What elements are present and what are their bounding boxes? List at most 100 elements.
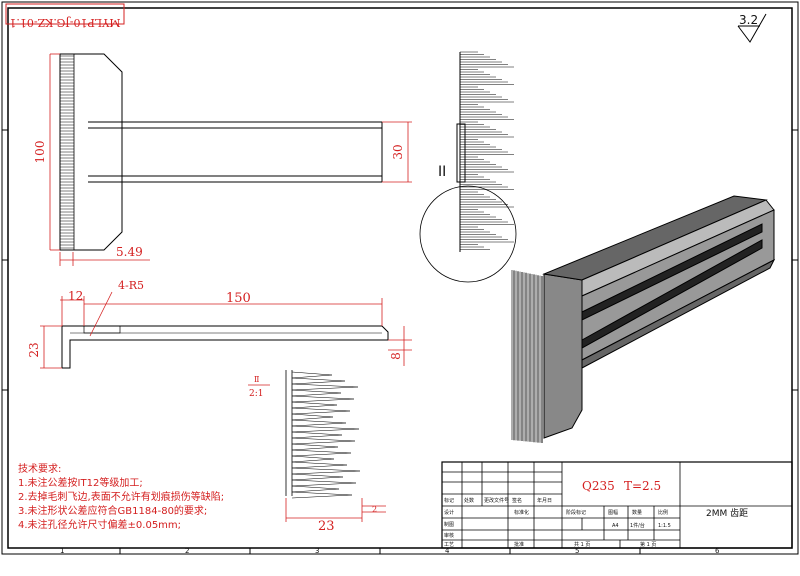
tb-sheets-total: 共 1 页 (574, 541, 590, 548)
tooth-line (291, 491, 353, 496)
tb-stage-label: 阶段标记 (566, 509, 586, 516)
tb-row-label: 更改文件号 (484, 497, 509, 504)
isometric-view (511, 195, 776, 443)
detail-dims (285, 498, 386, 522)
tb-std-label: 标准化 (514, 509, 529, 516)
dim-tooth-5-49: 5.49 (116, 245, 143, 259)
tb-qty-label: 数量 (632, 509, 642, 516)
zone-label: 2 (185, 547, 189, 555)
side-view-dims (40, 291, 412, 369)
iso-comb-teeth (511, 270, 543, 443)
tooth-line (291, 383, 359, 388)
tooth-line (291, 401, 338, 406)
note-item: 1.未注公差按IT12等级加工; (18, 476, 143, 489)
tooth-line (291, 473, 344, 478)
drawing-number: MYLP10-JG.KZ-01.1 (9, 16, 120, 29)
tooth-line (291, 422, 347, 427)
tooth-line (291, 392, 342, 397)
tb-fig-value: A4 (612, 523, 619, 529)
tooth-line (291, 380, 346, 385)
note-item: 3.未注形状公差应符合GB1184-80的要求; (18, 504, 207, 517)
tooth-line (291, 377, 346, 382)
tooth-line (291, 389, 342, 394)
roughness-value: 3.2 (739, 13, 758, 27)
comb-edge-teeth (459, 51, 514, 252)
tb-row-label: 年月日 (537, 497, 552, 504)
tooth-line (291, 395, 355, 400)
zone-label: 1 (60, 547, 64, 555)
tooth-line (291, 476, 344, 481)
tooth-line (291, 410, 351, 415)
tb-left-label: 设计 (444, 509, 454, 516)
tb-left-label: 制图 (444, 521, 454, 528)
detail-scale: 2:1 (249, 389, 263, 399)
tooth-line (291, 446, 339, 451)
notes-title: 技术要求: (18, 462, 61, 475)
tb-part-name: 2MM 齿距 (706, 508, 748, 519)
tb-qty-value: 1件/台 (630, 522, 645, 529)
tb-approve-label: 批准 (514, 541, 524, 548)
side-view (61, 325, 389, 369)
tb-sheet-no: 第 1 页 (640, 541, 656, 548)
note-item: 4.未注孔径允许尺寸偏差±0.05mm; (18, 518, 181, 531)
top-view-dims (49, 53, 412, 266)
detail-circle (419, 185, 517, 283)
top-view (59, 53, 383, 251)
tooth-line (291, 458, 335, 463)
dim-width-30: 30 (391, 144, 405, 159)
tb-material: Q235 (582, 479, 615, 493)
tb-left-label: 工艺 (444, 542, 454, 548)
tooth-line (291, 437, 356, 442)
roughness-symbol: 3.2 (737, 13, 767, 43)
tb-ratio-value: 1:1.5 (658, 523, 671, 529)
tooth-line (291, 464, 348, 469)
tooth-line (291, 479, 357, 484)
tooth-line (291, 467, 361, 472)
tooth-line (291, 449, 352, 454)
tooth-line (291, 428, 360, 433)
dim-len-12: 12 (68, 289, 83, 303)
tooth-line (291, 452, 352, 457)
title-block (441, 461, 793, 549)
detail-callout: II (438, 164, 446, 180)
note-item: 2.去掉毛刺飞边,表面不允许有划痕损伤等缺陷; (18, 490, 224, 503)
tooth-line (291, 455, 335, 460)
dim-len-150: 150 (226, 291, 251, 306)
zone-label: 3 (315, 547, 319, 555)
tb-fig-label: 图幅 (608, 509, 618, 516)
tooth-line (291, 440, 356, 445)
tooth-line (291, 386, 359, 391)
dim-radius: 4-R5 (118, 279, 144, 292)
tooth-line (291, 470, 361, 475)
zone-label: 5 (575, 547, 579, 555)
dim-detail-2: 2 (372, 505, 377, 514)
tooth-line (291, 485, 340, 490)
zone-label: 4 (445, 547, 450, 555)
tb-left-label: 审核 (444, 532, 454, 539)
tooth-line (291, 419, 347, 424)
dim-thick-8: 8 (389, 352, 403, 360)
tb-thickness: T=2.5 (624, 479, 661, 493)
tooth-line (291, 416, 334, 421)
dim-height-100: 100 (33, 141, 47, 164)
tooth-line (291, 488, 340, 493)
tooth-line (291, 443, 339, 448)
detail-label: Ⅱ (254, 375, 259, 384)
tooth-line (291, 407, 351, 412)
comb-teeth (60, 54, 75, 250)
inner-border (7, 7, 793, 549)
tooth-line (291, 374, 333, 379)
detail-teeth (291, 371, 361, 499)
technical-notes: 技术要求: 1.未注公差按IT12等级加工; 2.去掉毛刺飞边,表面不允许有划痕… (18, 462, 224, 531)
tooth-line (291, 371, 333, 376)
detail-view (285, 370, 361, 499)
drawing-number-box (5, 3, 125, 25)
zone-label: 6 (715, 547, 720, 555)
tooth-line (291, 431, 343, 436)
tb-row-label: 签名 (512, 497, 522, 504)
tooth-line (291, 398, 355, 403)
tooth-line (291, 482, 357, 487)
tooth-line (291, 434, 343, 439)
tooth-line (291, 404, 338, 409)
